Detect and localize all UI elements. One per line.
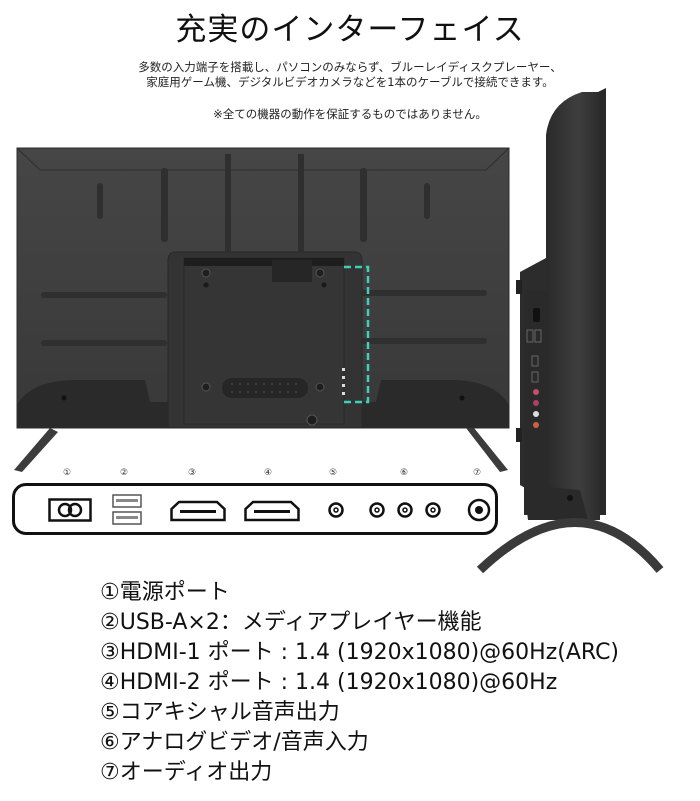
spec-text: HDMI-2 ポート : 1.4 (1920x1080)@60Hz <box>119 670 558 695</box>
spec-text: コアキシャル音声出力 <box>119 700 340 725</box>
port-number-3: ③ <box>187 468 197 478</box>
spec-text: HDMI-1 ポート : 1.4 (1920x1080)@60Hz(ARC) <box>119 640 620 665</box>
port-number-5: ⑤ <box>328 468 338 478</box>
spec-item-audio-out: ⑦オーディオ出力 <box>100 758 680 788</box>
description-line-1: 多数の入力端子を搭載し、パソコンのみならず、ブルーレイディスクプレーヤー、 <box>138 60 562 74</box>
port-number-4: ④ <box>263 468 273 478</box>
hdmi-port-icon <box>244 500 300 522</box>
disclaimer-note: ※全ての機器の動作を保証するものではありません。 <box>213 107 487 121</box>
spec-text: オーディオ出力 <box>119 760 273 785</box>
spec-number: ⑦ <box>100 760 120 785</box>
usb-a-port-icon <box>112 494 142 525</box>
spec-text: 電源ポート <box>119 580 230 605</box>
spec-number: ④ <box>100 670 120 695</box>
port-number-7: ⑦ <box>472 468 482 478</box>
spec-number: ⑥ <box>100 730 120 755</box>
spec-number: ② <box>100 610 120 635</box>
tv-back-view <box>0 140 520 480</box>
port-panel-diagram <box>12 483 498 535</box>
rca-port-icon <box>369 502 441 518</box>
spec-number: ① <box>100 580 120 605</box>
power-port-icon <box>48 498 92 522</box>
port-spec-list: ①電源ポート ②USB-A×2：メディアプレイヤー機能 ③HDMI-1 ポート … <box>100 578 680 788</box>
port-number-row: ① ② ③ ④ ⑤ ⑥ ⑦ <box>0 468 520 482</box>
page-title: 充実のインターフェイス <box>175 12 525 48</box>
spec-number: ③ <box>100 640 120 665</box>
spec-item-hdmi-1: ③HDMI-1 ポート : 1.4 (1920x1080)@60Hz(ARC) <box>100 638 680 668</box>
tv-back-illustration <box>14 147 510 472</box>
hdmi-port-icon <box>170 500 226 522</box>
spec-item-usb: ②USB-A×2：メディアプレイヤー機能 <box>100 608 680 638</box>
spec-item-power: ①電源ポート <box>100 578 680 608</box>
tv-side-view <box>470 80 700 580</box>
description: 多数の入力端子を搭載し、パソコンのみならず、ブルーレイディスクプレーヤー、 家庭… <box>100 60 600 90</box>
tv-side-illustration <box>476 88 664 574</box>
spec-item-coaxial: ⑤コアキシャル音声出力 <box>100 698 680 728</box>
spec-text: アナログビデオ/音声入力 <box>119 730 369 755</box>
coaxial-port-icon <box>328 502 344 518</box>
description-line-2: 家庭用ゲーム機、デジタルビデオカメラなどを1本のケーブルで接続できます。 <box>146 75 554 89</box>
audio-out-port-icon <box>467 498 491 522</box>
spec-item-analog-av: ⑥アナログビデオ/音声入力 <box>100 728 680 758</box>
spec-text: USB-A×2：メディアプレイヤー機能 <box>119 610 482 635</box>
spec-number: ⑤ <box>100 700 120 725</box>
port-number-6: ⑥ <box>399 468 409 478</box>
port-number-2: ② <box>119 468 129 478</box>
port-number-1: ① <box>62 468 72 478</box>
spec-item-hdmi-2: ④HDMI-2 ポート : 1.4 (1920x1080)@60Hz <box>100 668 680 698</box>
